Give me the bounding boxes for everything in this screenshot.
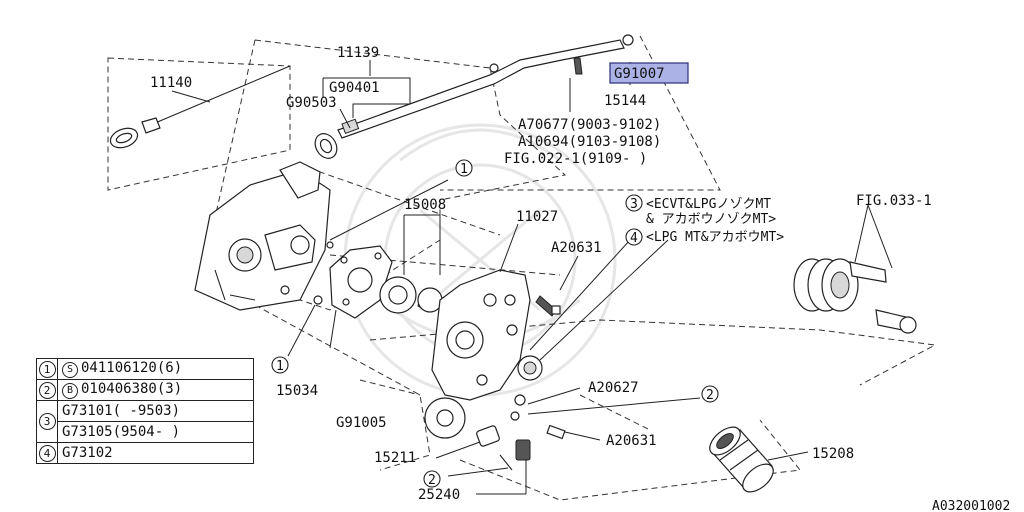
label-g91007: G91007 [614,66,665,82]
label-a10694: A10694(9103-9108) [518,134,661,150]
label-note3-line2: & アカボウノゾクMT> [646,212,776,227]
label-g90503: G90503 [286,95,337,111]
oil-filter [709,426,774,493]
label-fig033: FIG.033-1 [856,193,932,209]
label-a70677: A70677(9003-9102) [518,117,661,133]
callouts: 1 1 3 4 2 2 [271,159,719,488]
relief-valve-parts [476,394,566,471]
label-15034: 15034 [276,383,318,399]
legend-row: G73105(9504- ) [37,421,254,443]
oil-pump-rear-plate [313,245,393,319]
water-pump-assembly [194,161,334,311]
oil-gauge-guide [314,34,634,159]
label-15208: 15208 [812,446,854,462]
label-g90401: G90401 [329,80,380,96]
callout-1-top: 1 [460,162,468,177]
label-a20631-top: A20631 [551,240,602,256]
callout-2-right: 2 [706,388,714,403]
label-11140: 11140 [150,75,192,91]
legend-row: 3 G73101( -9503) [36,400,254,443]
label-a20627: A20627 [588,380,639,396]
callout-1-bottom: 1 [276,359,284,374]
callout-2-bottom: 2 [428,473,436,488]
label-15144: 15144 [604,93,646,109]
label-15211: 15211 [374,450,416,466]
legend-index: 2 [38,381,56,399]
label-note4: <LPG MT&アカボウMT> [646,230,784,245]
legend-index: 4 [38,444,56,462]
oil-pump-rotor-set [379,276,443,314]
highlight-box [609,62,689,84]
leader-lines [171,60,893,495]
label-a20631-bot: A20631 [606,433,657,449]
legend-part-number: G73105(9504- ) [62,424,181,440]
legend-prefix: S [62,362,78,378]
label-g91005: G91005 [336,415,387,431]
label-note3-line1: <ECVT&LPGノゾクMT [646,197,771,212]
legend-part-number: G73101( -9503) [62,403,181,419]
legend-row: 4 G73102 [36,442,254,464]
oil-pump-body [424,269,543,439]
legend-part-number: 041106120(6) [81,360,183,376]
fig-033-parts [793,258,917,334]
assembly-outlines [107,35,937,501]
part-labels: 11140 11139 G90401 G90503 G91007 15144 A… [150,45,1010,512]
label-25240: 25240 [418,487,460,503]
legend-part-number: G73102 [62,445,113,461]
callout-4: 4 [630,231,638,246]
callout-3: 3 [630,197,638,212]
oil-level-gauge [109,65,291,149]
legend-part-number: 010406380(3) [81,381,183,397]
label-11027: 11027 [516,209,558,225]
label-fig022: FIG.022-1(9109- ) [504,151,647,167]
legend-prefix: B [62,383,78,399]
label-11139: 11139 [337,45,379,61]
image-code: A032001002 [932,499,1010,512]
bolts [535,295,561,317]
label-15008: 15008 [404,197,446,213]
legend-index: 1 [38,360,56,378]
legend-index: 3 [38,413,56,430]
